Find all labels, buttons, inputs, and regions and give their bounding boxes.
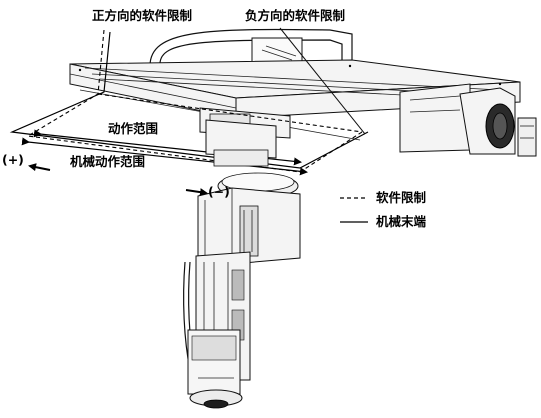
legend: 软件限制 机械末端 xyxy=(340,190,427,229)
motion-range-label: 动作范围 xyxy=(108,121,158,136)
minus-direction-arrow xyxy=(185,188,208,197)
horizontal-axis-rail xyxy=(69,28,537,157)
range-indicators xyxy=(9,27,369,176)
vertical-axis xyxy=(183,119,301,409)
positive-soft-limit-label: 正方向的软件限制 xyxy=(92,8,192,23)
legend-soft-limit-text: 软件限制 xyxy=(376,190,426,205)
plus-direction-label: (+) xyxy=(2,152,24,167)
soft-limit-outline xyxy=(26,29,363,173)
mechanical-motion-range-label: 机械动作范围 xyxy=(70,154,145,169)
legend-mechanical-end-text: 机械末端 xyxy=(376,214,427,229)
negative-soft-limit-label: 负方向的软件限制 xyxy=(245,8,345,23)
minus-direction-label: (−) xyxy=(208,184,230,199)
plus-direction-arrow xyxy=(28,163,51,172)
mechanical-end-outline xyxy=(9,31,369,169)
